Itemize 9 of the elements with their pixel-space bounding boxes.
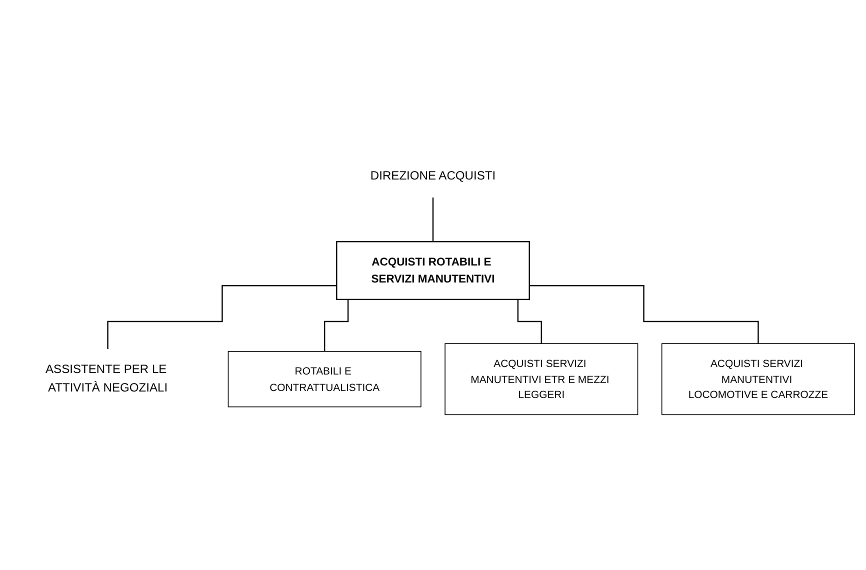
node-text: ASSISTENTE PER LE ATTIVITÀ NEGOZIALI [46,362,168,394]
node-box: ACQUISTI ROTABILI E SERVIZI MANUTENTIVI [336,241,530,300]
node-text: DIREZIONE ACQUISTI [370,168,496,183]
node-box: ACQUISTI SERVIZI MANUTENTIVI ETR E MEZZI LEGGERI [444,343,638,416]
connector [529,285,759,344]
connector [432,196,434,242]
node-box: ROTABILI E CONTRATTUALISTICA [228,351,422,408]
node-box: ACQUISTI SERVIZI MANUTENTIVI LOCOMOTIVE E CARROZZE [661,343,855,416]
connector [107,285,337,350]
